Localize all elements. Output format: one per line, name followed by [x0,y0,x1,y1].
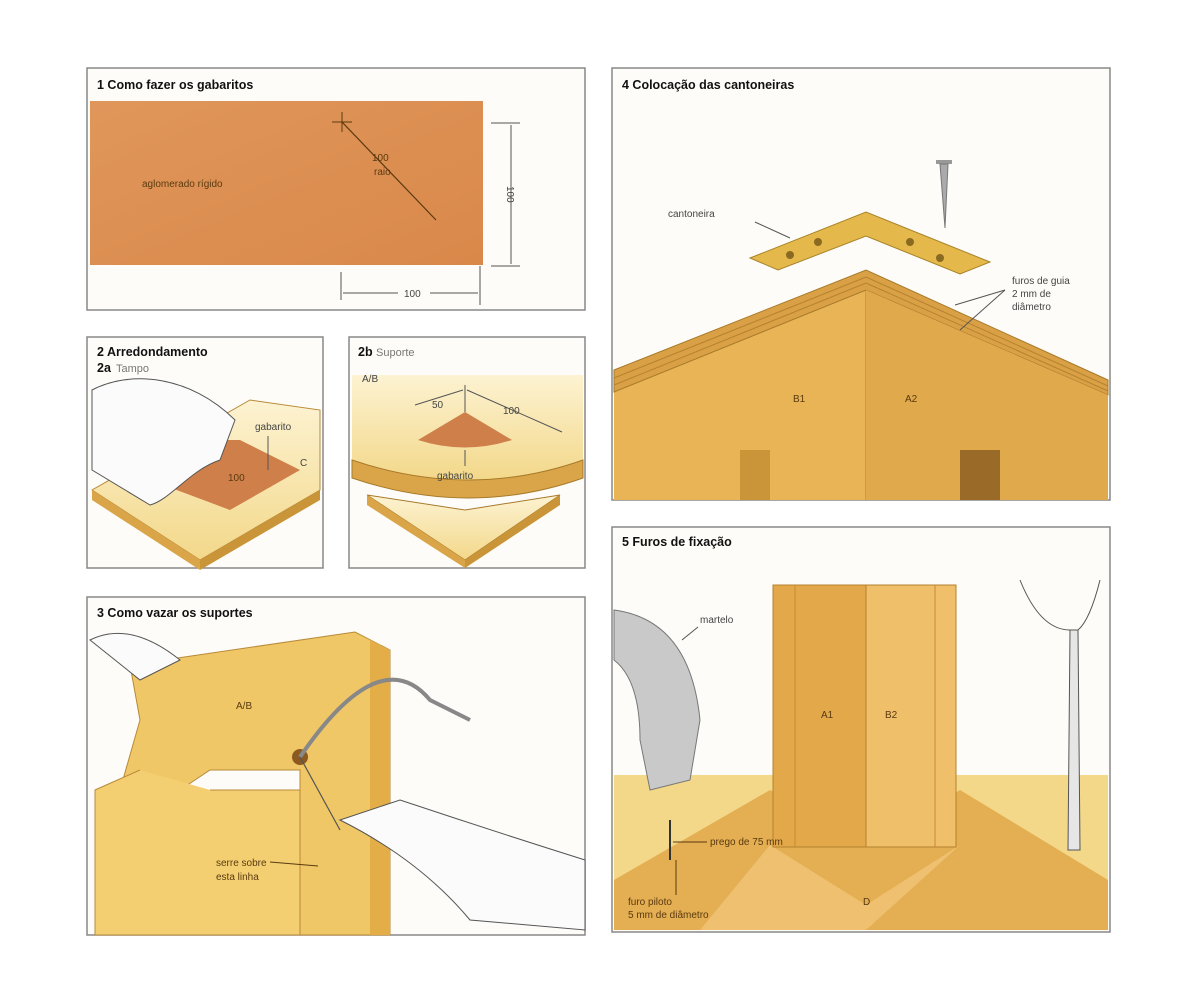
panel-title: 4 Colocação das cantoneiras [622,78,794,92]
upright-right [865,584,957,848]
corner-bracket [748,211,992,275]
subpanel-label: Suporte [376,347,415,359]
radius-line [341,121,437,221]
left-piece-label: A1 [821,710,834,721]
radius-value: 100 [372,153,389,164]
pilot-hole-line1: furo piloto [628,897,672,908]
pilot-hole-line2: 5 mm de diâmetro [628,910,709,921]
subpanel-number: 2b [358,345,373,359]
panel-5-fixing-holes: 5 Furos de fixação martelo prego de 75 m… [611,526,1111,933]
radius-word: raio [374,167,391,178]
hammer-icon [613,609,701,791]
cut-note-line1: serre sobre [216,858,267,869]
right-piece-label: B2 [885,710,898,721]
template-label: gabarito [255,422,292,433]
panel-2a-rounding-top: 2 Arredondamento 2a Tampo gabarito C 100 [86,336,324,570]
panel-3-cut-supports: 3 Como vazar os suportes A/B serre sobre… [86,596,586,936]
panel-4-corner-brackets: 4 Colocação das cantoneiras cantoneira f… [611,67,1111,501]
panel-title: 3 Como vazar os suportes [97,606,253,620]
holes-label-line2: 2 mm de [1012,289,1051,300]
hand-illustration [338,799,586,931]
screw-icon [936,160,952,229]
right-piece-label: A2 [905,394,918,405]
support-board [119,631,391,936]
panel-2b-support: 2b Suporte A/B 50 100 gabarito [348,336,586,569]
base-label: D [863,897,870,908]
piece-label: C [300,458,307,469]
template-label: gabarito [437,471,474,482]
subpanel-label: Tampo [116,363,149,375]
dimension-a: 50 [432,400,444,411]
piece-label: A/B [362,374,378,385]
left-piece-label: B1 [793,394,806,405]
coping-saw-frame [298,677,471,759]
panel-1-templates: 1 Como fazer os gabaritos aglomerado ríg… [86,67,586,311]
piece-label: A/B [236,701,252,712]
material-label: aglomerado rígido [142,179,223,190]
panel-title: 2 Arredondamento [97,345,208,359]
radius-label: 100 [228,473,245,484]
hand-illustration [91,378,236,506]
holes-label-line1: furos de guia [1012,276,1070,287]
nail-label: prego de 75 mm [710,837,783,848]
panel-title: 5 Furos de fixação [622,535,732,549]
screwdriver-icon [1067,629,1081,851]
dimension-b: 100 [503,406,520,417]
subpanel-number: 2a [97,361,112,375]
cut-note-line2: esta linha [216,872,259,883]
bracket-label: cantoneira [668,209,715,220]
template-piece [418,412,512,448]
height-dimension: 100 [504,186,515,203]
particle-board [90,101,483,265]
hammer-label: martelo [700,615,734,626]
panel-title: 1 Como fazer os gabaritos [97,78,253,92]
width-dimension: 100 [404,289,421,300]
holes-label-line3: diâmetro [1012,302,1051,313]
upright-left [772,584,867,848]
